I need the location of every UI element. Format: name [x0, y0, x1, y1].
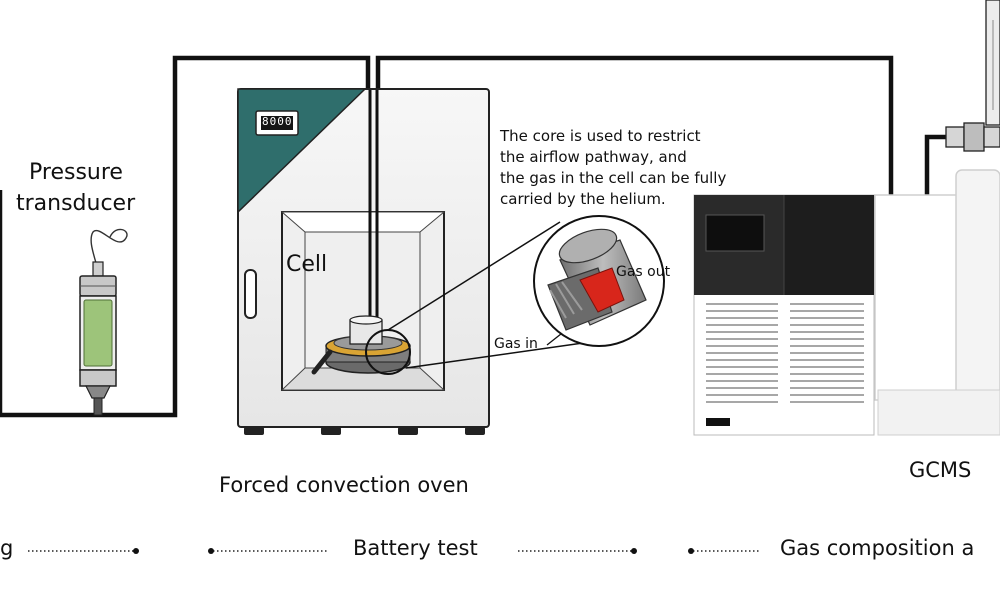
forced-convection-oven [237, 88, 490, 435]
oven-handle [244, 269, 257, 319]
core-note-line2: the airflow pathway, and [500, 148, 687, 166]
transducer-liquid [83, 299, 113, 367]
oven-label: Forced convection oven [219, 473, 469, 497]
stage-gas-composition-label: Gas composition a [780, 536, 975, 560]
cell-core-detail [533, 215, 665, 347]
zoom-line-top [387, 221, 561, 331]
transducer-cable [90, 228, 128, 271]
gc-screen [705, 214, 765, 252]
gc-unit [693, 194, 875, 436]
tube-oven-to-gcms [375, 55, 894, 197]
gc-vent-grille [706, 303, 864, 403]
core-note-line1: The core is used to restrict [500, 127, 701, 145]
stage-connector-dots [133, 548, 694, 554]
pressure-transducer-label-line2: transducer [16, 191, 136, 216]
core-note-line4: carried by the helium. [500, 190, 666, 208]
cell-label: Cell [286, 252, 328, 277]
core-note-line3: the gas in the cell can be fully [500, 169, 727, 187]
gc-badge [706, 418, 730, 426]
gas-out-label: Gas out [616, 264, 671, 280]
pressure-transducer [79, 228, 128, 416]
stage-battery-test-label: Battery test [353, 536, 478, 560]
tube-transducer-to-oven [0, 55, 371, 418]
gcms-label: GCMS [909, 458, 972, 482]
pressure-transducer-label-line1: Pressure [29, 160, 123, 185]
stage-left-label: g [0, 536, 14, 560]
gcms-instrument [874, 0, 1000, 436]
gas-in-label: Gas in [494, 336, 538, 352]
oven-display-readout: 8000 [262, 115, 293, 128]
zoom-line-bottom [405, 341, 591, 369]
